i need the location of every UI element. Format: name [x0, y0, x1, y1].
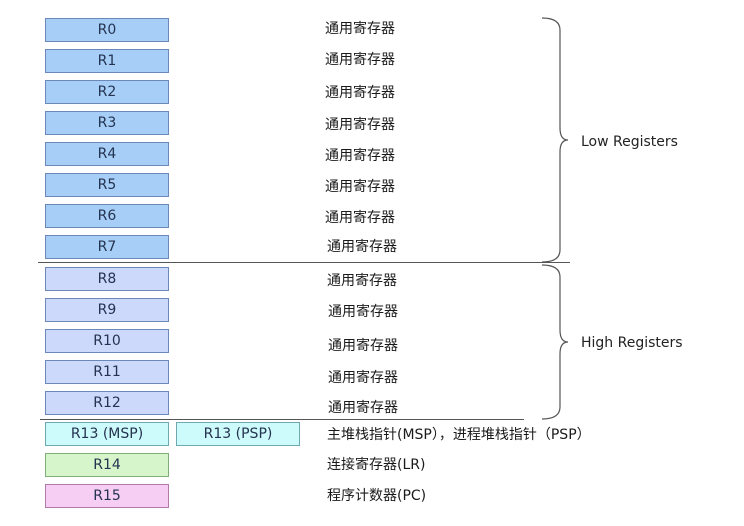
register-r13-psp: R13 (PSP) — [176, 422, 300, 446]
register-r14-desc: 连接寄存器(LR) — [327, 457, 426, 473]
register-r11: R11 — [45, 360, 169, 384]
register-r2: R2 — [45, 80, 169, 104]
low-high-divider — [38, 262, 570, 263]
register-r8-desc: 通用寄存器 — [327, 273, 397, 289]
register-r10: R10 — [45, 329, 169, 353]
low-registers-brace — [541, 17, 569, 263]
register-r12-desc: 通用寄存器 — [328, 400, 398, 416]
register-r9: R9 — [45, 298, 169, 322]
register-r8: R8 — [45, 267, 169, 291]
register-r5-desc: 通用寄存器 — [325, 179, 395, 195]
register-r0-desc: 通用寄存器 — [325, 21, 395, 37]
register-r7-desc: 通用寄存器 — [327, 239, 397, 255]
register-r10-desc: 通用寄存器 — [328, 338, 398, 354]
register-r3: R3 — [45, 111, 169, 135]
register-r9-desc: 通用寄存器 — [328, 304, 398, 320]
register-r11-desc: 通用寄存器 — [328, 370, 398, 386]
register-r13-desc: 主堆栈指针(MSP），进程堆栈指针（PSP） — [327, 427, 591, 443]
register-r6: R6 — [45, 204, 169, 228]
register-r14: R14 — [45, 453, 169, 477]
register-r5: R5 — [45, 173, 169, 197]
register-r7: R7 — [45, 235, 169, 259]
register-r13-msp: R13 (MSP) — [45, 422, 169, 446]
high-registers-label: High Registers — [581, 335, 683, 351]
register-r12: R12 — [45, 391, 169, 415]
register-r0: R0 — [45, 18, 169, 42]
high-special-divider — [40, 419, 524, 420]
register-r2-desc: 通用寄存器 — [325, 85, 395, 101]
register-r1-desc: 通用寄存器 — [325, 52, 395, 68]
register-r4-desc: 通用寄存器 — [325, 148, 395, 164]
register-r4: R4 — [45, 142, 169, 166]
high-registers-brace — [541, 264, 569, 420]
register-r15-desc: 程序计数器(PC) — [327, 488, 427, 504]
register-r15: R15 — [45, 484, 169, 508]
register-r1: R1 — [45, 49, 169, 73]
register-r6-desc: 通用寄存器 — [325, 210, 395, 226]
low-registers-label: Low Registers — [581, 134, 678, 150]
register-r3-desc: 通用寄存器 — [325, 117, 395, 133]
